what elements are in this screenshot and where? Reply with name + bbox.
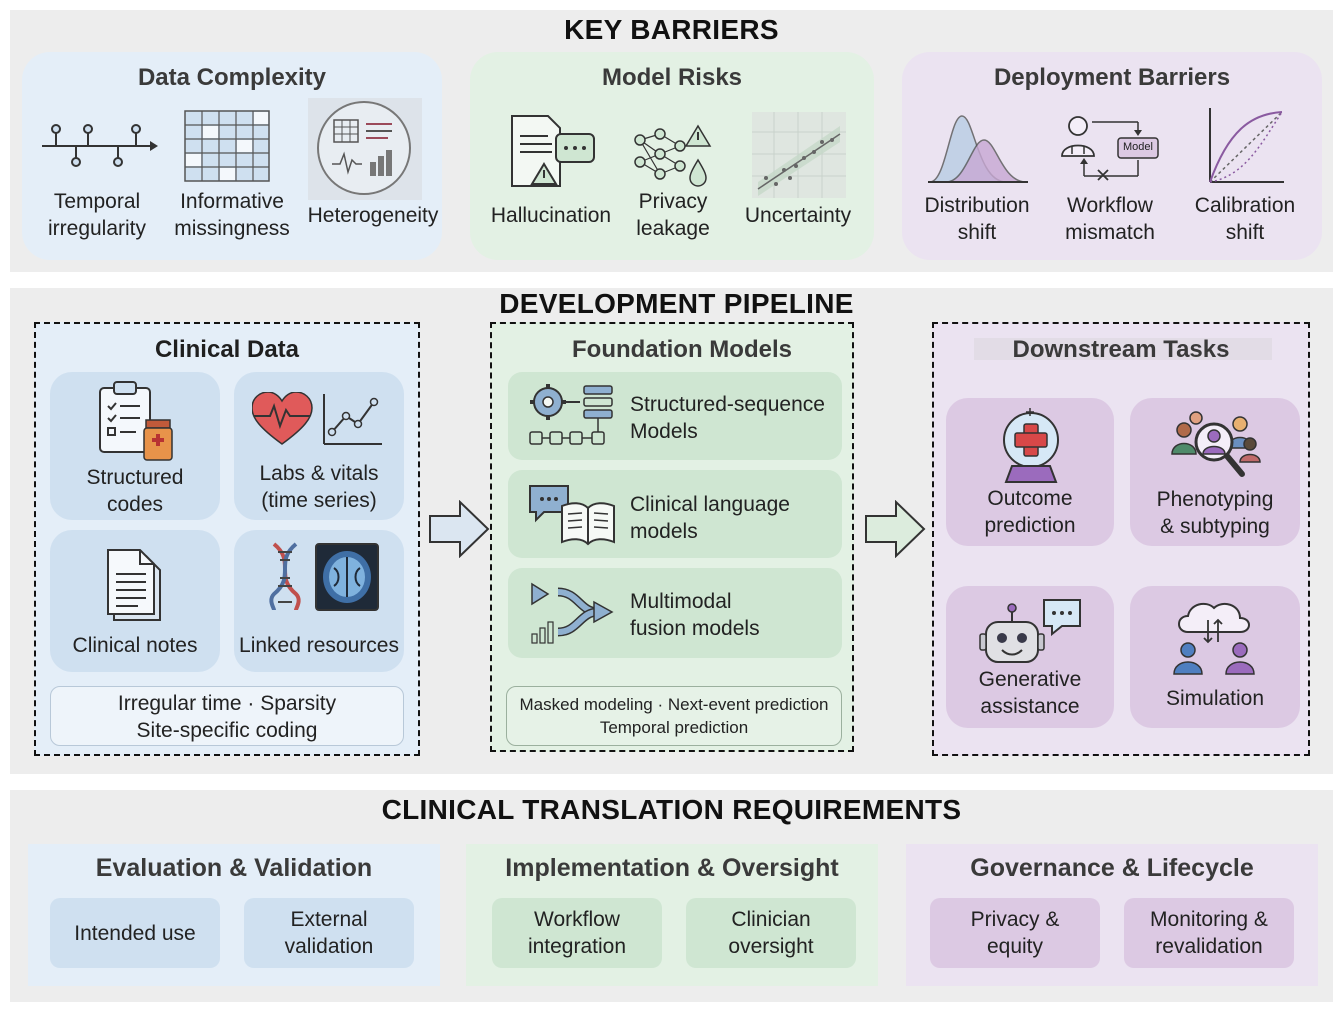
labs-vitals-label: Labs & vitals (time series) [259, 462, 379, 512]
monitoring-revalidation-item: Monitoring & revalidation [1124, 898, 1294, 968]
governance-lifecycle-panel: Governance & Lifecycle Privacy & equity … [906, 844, 1318, 986]
clinical-language-models-label: Clinical language models [630, 493, 790, 543]
cloud-people-icon [1173, 602, 1255, 675]
multimodal-icon [308, 98, 422, 200]
network-leak-icon [634, 124, 712, 187]
arrow-right-icon [865, 500, 926, 558]
clinician-oversight-item: Clinician oversight [686, 898, 856, 968]
external-validation-item: External validation [244, 898, 414, 968]
hallucination-label: Hallucination [490, 204, 612, 227]
workflow-icon [1061, 116, 1159, 181]
grid-icon [184, 110, 270, 182]
intended-use-item: Intended use [50, 898, 220, 968]
implementation-oversight-panel: Implementation & Oversight Workflow inte… [466, 844, 878, 986]
pipeline-title: DEVELOPMENT PIPELINE [499, 288, 854, 319]
multimodal-fusion-models-label: Multimodal fusion models [630, 590, 760, 640]
notes-icon [107, 549, 161, 621]
privacy-leakage-label: Privacy leakage [636, 190, 710, 240]
workflow-integration-item: Workflow integration [492, 898, 662, 968]
crystal-ball-icon [1003, 408, 1059, 483]
heart-chart-icon [252, 392, 382, 445]
chat-book-icon [529, 485, 615, 546]
linked-resources-label: Linked resources [239, 634, 399, 657]
downstream-tasks-title: Downstream Tasks [1012, 336, 1230, 363]
foundation-models-title: Foundation Models [572, 336, 792, 363]
gear-sequence-icon [529, 384, 613, 445]
workflow-model-box-label: Model [1123, 141, 1153, 153]
outcome-prediction-tile: Outcome prediction [946, 398, 1114, 546]
deployment-barriers-title: Deployment Barriers [993, 64, 1231, 91]
document-warning-icon [511, 115, 595, 187]
clinical-data-title: Clinical Data [154, 336, 300, 363]
simulation-label: Simulation [1165, 687, 1265, 710]
robot-icon [979, 599, 1081, 663]
distribution-icon [928, 115, 1028, 183]
multimodal-fusion-models-row: Multimodal fusion models [508, 568, 842, 658]
fusion-icon [531, 582, 614, 644]
temporal-irregularity-label: Temporal irregularity [47, 190, 147, 240]
structured-sequence-models-row: Structured-sequence Models [508, 372, 842, 460]
workflow-mismatch-label: Workflow mismatch [1065, 194, 1155, 244]
dna-scan-icon [269, 542, 379, 611]
heterogeneity-label: Heterogeneity [307, 204, 439, 227]
translation-title: CLINICAL TRANSLATION REQUIREMENTS [381, 794, 962, 825]
uncertainty-label: Uncertainty [744, 204, 852, 227]
clipboard-icon [99, 381, 173, 461]
foundation-models-note: Masked modeling · Next-event prediction … [506, 686, 842, 746]
evaluation-validation-title: Evaluation & Validation [95, 854, 373, 882]
model-risks-title: Model Risks [601, 64, 743, 91]
outcome-prediction-label: Outcome prediction [984, 487, 1076, 537]
phenotyping-label: Phenotyping & subtyping [1156, 488, 1274, 538]
calibration-shift-label: Calibration shift [1194, 194, 1296, 244]
timeline-icon [42, 124, 158, 167]
structured-codes-label: Structured codes [86, 466, 184, 516]
data-complexity-title: Data Complexity [137, 64, 327, 91]
arrow-right-icon [429, 500, 490, 558]
evaluation-validation-panel: Evaluation & Validation Intended use Ext… [28, 844, 440, 986]
scatter-band-icon [752, 112, 846, 198]
generative-assistance-label: Generative assistance [978, 668, 1082, 718]
key-barriers-title: KEY BARRIERS [564, 14, 779, 45]
distribution-shift-label: Distribution shift [924, 194, 1030, 244]
downstream-tasks-title-bar [974, 338, 1272, 360]
governance-lifecycle-title: Governance & Lifecycle [970, 854, 1254, 882]
implementation-oversight-title: Implementation & Oversight [505, 854, 839, 882]
clinical-notes-label: Clinical notes [72, 634, 198, 657]
informative-missingness-label: Informative missingness [174, 190, 290, 240]
structured-sequence-models-label: Structured-sequence Models [630, 393, 825, 443]
clinical-data-note: Irregular time · Sparsity Site-specific … [50, 686, 404, 746]
privacy-equity-item: Privacy & equity [930, 898, 1100, 968]
people-search-icon [1171, 411, 1261, 477]
calibration-icon [1209, 108, 1284, 183]
